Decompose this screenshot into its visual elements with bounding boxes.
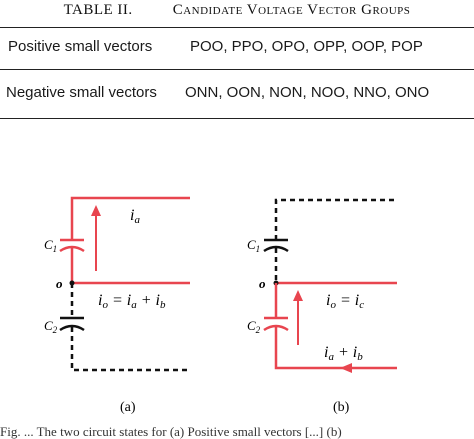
- panel-b: C1 C2 o io = ic ia + ib (b): [247, 198, 397, 415]
- panel-b-c2-plate-lower: [263, 324, 289, 332]
- figure-caption-fragment: Fig. ... The two circuit states for (a) …: [0, 424, 342, 439]
- panel-a-node-label: o: [56, 276, 63, 291]
- table-number: TABLE II.: [63, 2, 133, 18]
- row-label-positive: Positive small vectors: [8, 38, 153, 55]
- panel-a-bottom-path: [70, 327, 190, 372]
- panel-a-current-label: ia: [130, 207, 140, 226]
- panel-b-c2-label: C2: [247, 318, 261, 335]
- panel-b-caption: (b): [333, 400, 350, 415]
- panel-a-caption: (a): [120, 400, 136, 415]
- table-title: Candidate Voltage Vector Groups: [172, 2, 411, 18]
- panel-b-c1-label: C1: [247, 237, 260, 254]
- row-label-negative: Negative small vectors: [6, 84, 157, 101]
- panel-b-equation: io = ic: [326, 292, 364, 311]
- table-bottom-rule: [0, 118, 474, 119]
- panel-b-top-path: [274, 198, 397, 240]
- panel-a-c1-plate-lower: [59, 245, 85, 253]
- panel-a: C1 C2 o ia io = ia + ib (a): [44, 196, 190, 415]
- panel-b-node-label: o: [259, 276, 266, 291]
- row-vectors-positive: POO, PPO, OPO, OPP, OOP, POP: [190, 38, 423, 55]
- row-vectors-negative: ONN, OON, NON, NOO, NNO, ONO: [185, 84, 430, 101]
- panel-a-c2-plate-lower: [59, 324, 85, 332]
- table-mid-rule: [0, 69, 474, 70]
- panel-b-sum-label: ia + ib: [324, 344, 363, 363]
- panel-b-vertical-arrow-head: [293, 290, 303, 301]
- circuit-figure: C1 C2 o ia io = ia + ib (a) C1 C2 o io =…: [44, 196, 397, 415]
- panel-a-c1-label: C1: [44, 237, 57, 254]
- panel-b-c1-plate-lower: [263, 245, 289, 253]
- panel-b-horizontal-arrow-head: [340, 363, 352, 373]
- panel-a-c2-label: C2: [44, 318, 58, 335]
- panel-a-arrow-head: [91, 205, 101, 216]
- table-caption: TABLE II. Candidate Voltage Vector Groups: [0, 0, 474, 22]
- table-top-rule: [0, 27, 474, 28]
- panel-a-equation: io = ia + ib: [98, 292, 166, 311]
- panel-a-top-path: [70, 196, 190, 240]
- panel-b-bottom-path: [274, 327, 397, 370]
